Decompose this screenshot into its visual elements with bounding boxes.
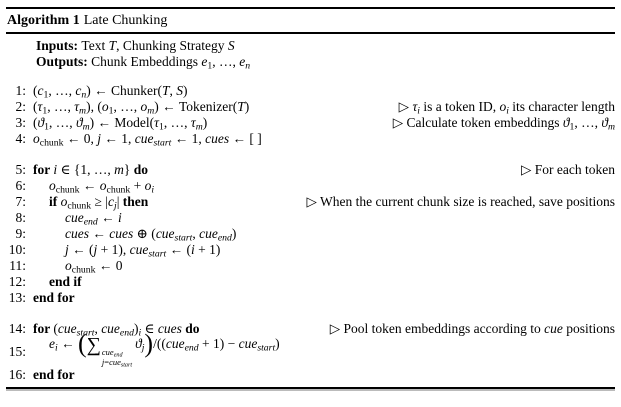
line-code: ochunk ← ochunk + oi [49, 177, 155, 196]
rule-bottom [6, 386, 615, 389]
line-number: 13: [8, 289, 26, 305]
line-code: cueend ← i [65, 209, 122, 228]
line-code: for i ∈ {1, …, m} do [33, 161, 148, 177]
algo-line: 7: if ochunk ≥ |cj| then ▷ When the curren… [6, 193, 615, 212]
rule-top [6, 7, 615, 9]
line-code: j ← (j + 1), cuestart ← (i + 1) [65, 241, 221, 260]
line-number: 1: [15, 82, 26, 98]
line-code: end for [33, 289, 75, 305]
line-number: 11: [9, 257, 26, 273]
algo-line: 16: end for [6, 367, 615, 383]
line-number: 9: [15, 225, 26, 241]
line-code: if ochunk ≥ |cj| then [49, 193, 149, 212]
algo-line: 11: ochunk ← 0 [6, 257, 615, 276]
line-code: ochunk ← 0 [65, 257, 123, 276]
line-number: 8: [15, 209, 26, 225]
line-code: cues ← cues ⊕ (cuestart, cueend) [65, 225, 237, 244]
line-number: 4: [15, 130, 26, 146]
preamble-line: Outputs: Chunk Embeddings e1, …, en [36, 53, 251, 72]
algorithm-body: 1: (c1, …, cn) ← Chunker(T, S) 2: (τ1, …, τ… [6, 83, 615, 383]
line-number: 16: [8, 366, 26, 382]
line-comment: ▷ Pool token embeddings according to cue… [329, 320, 615, 336]
algo-line: 9: cues ← cues ⊕ (cuestart, cueend) [6, 225, 615, 244]
algo-line: 14: for (cuestart, cueend)i ∈ cues do ▷ Po… [6, 320, 615, 339]
line-number: 12: [8, 273, 26, 289]
line-comment: ▷ For each token [521, 161, 615, 177]
line-number: 5: [15, 161, 26, 177]
line-number: 7: [15, 193, 26, 209]
line-number: 15: [8, 343, 26, 359]
algo-line: 3: (ϑ1, …, ϑm) ← Model(τ1, …, τm) ▷ Calcul… [6, 114, 615, 133]
line-code: end for [33, 366, 75, 382]
preamble-line: Inputs: Text T, Chunking Strategy S [36, 37, 235, 53]
rule-header-bottom [6, 32, 615, 34]
line-code: ochunk ← 0, j ← 1, cuestart ← 1, cues ← … [33, 130, 262, 149]
algo-line: 6: ochunk ← ochunk + oi [6, 177, 615, 196]
line-number: 3: [15, 114, 26, 130]
line-number: 6: [15, 177, 26, 193]
line-number: 10: [8, 241, 26, 257]
line-number: 14: [8, 320, 26, 336]
line-code: (τ1, …, τm), (o1, …, om) ← Tokenizer(T) [33, 98, 250, 117]
algorithm-title: Late Chunking [83, 13, 168, 28]
algo-line: 12: end if [6, 274, 615, 290]
line-code: (c1, …, cn) ← Chunker(T, S) [33, 82, 188, 101]
line-comment: ▷ τi is a token ID, oi its character len… [398, 98, 615, 117]
algo-line: 4: ochunk ← 0, j ← 1, cuestart ← 1, cues … [6, 130, 615, 149]
line-comment: ▷ Calculate token embeddings ϑ1, …, ϑm [392, 114, 615, 133]
line-code: end if [49, 273, 82, 289]
line-code: (ϑ1, …, ϑm) ← Model(τ1, …, τm) [33, 114, 208, 133]
line-code: for (cuestart, cueend)i ∈ cues do [33, 320, 200, 339]
line-comment: ▷ When the current chunk size is reached… [306, 193, 615, 209]
algo-line: 2: (τ1, …, τm), (o1, …, om) ← Tokenizer(T… [6, 98, 615, 117]
algo-line: 5: for i ∈ {1, …, m} do ▷ For each token [6, 162, 615, 178]
algorithm-label: Algorithm 1 [7, 13, 80, 28]
algo-line: 1: (c1, …, cn) ← Chunker(T, S) [6, 82, 615, 101]
algo-line: 13: end for [6, 290, 615, 306]
line-number: 2: [15, 98, 26, 114]
algo-line: 10: j ← (j + 1), cuestart ← (i + 1) [6, 241, 615, 260]
algo-line: 8: cueend ← i [6, 209, 615, 228]
